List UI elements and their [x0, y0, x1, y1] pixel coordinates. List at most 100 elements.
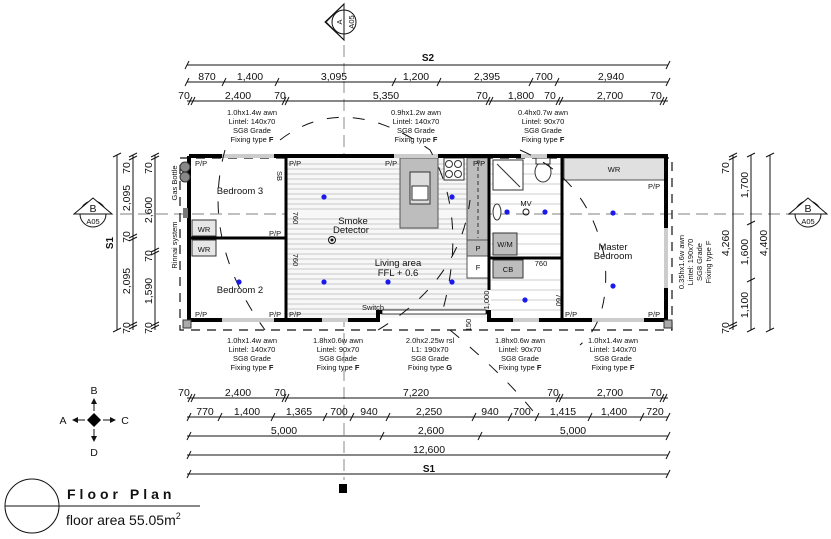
svg-text:0.4hx0.7w awn: 0.4hx0.7w awn — [518, 108, 568, 117]
right-dimensions: 70 4,260 70 1,700 1,600 1,100 4,400 — [720, 152, 775, 334]
svg-text:70: 70 — [720, 162, 732, 174]
svg-text:2,395: 2,395 — [474, 71, 500, 83]
svg-text:WR: WR — [608, 165, 621, 174]
svg-text:P/P: P/P — [648, 310, 660, 319]
svg-text:S1: S1 — [423, 464, 436, 475]
section-a-letter: A — [335, 19, 344, 24]
smoke-detector-icon — [328, 236, 336, 244]
bed2-wardrobe — [191, 239, 217, 257]
svg-text:70: 70 — [547, 387, 559, 399]
section-marker-b-left[interactable]: B A05 — [72, 197, 114, 228]
svg-text:1.0hx1.4w awn: 1.0hx1.4w awn — [227, 336, 277, 345]
svg-text:1,000: 1,000 — [482, 291, 491, 310]
svg-text:Fixing type F: Fixing type F — [704, 240, 713, 283]
svg-text:SG8 Grade: SG8 Grade — [524, 126, 562, 135]
room-ffl: FFL + 0.6 — [378, 268, 419, 279]
svg-text:P/P: P/P — [289, 159, 301, 168]
svg-text:P/P: P/P — [473, 159, 485, 168]
gas-bottle-icon — [179, 161, 191, 173]
svg-text:5,000: 5,000 — [560, 425, 586, 437]
svg-text:150: 150 — [464, 319, 473, 332]
rinnai-label: Rinnai system — [170, 221, 179, 268]
svg-text:760: 760 — [554, 294, 563, 307]
corner-post — [182, 319, 192, 329]
svg-text:1.8hx0.6w awn: 1.8hx0.6w awn — [495, 336, 545, 345]
washing-machine — [492, 232, 518, 256]
svg-text:P/P: P/P — [195, 159, 207, 168]
svg-text:70: 70 — [121, 322, 133, 334]
door-swings — [217, 116, 607, 421]
window-note-bottom-4: 1.8hx0.6w awn Lintel: 90x70 SG8 Grade Fi… — [495, 336, 545, 372]
svg-text:2,600: 2,600 — [418, 425, 444, 437]
svg-text:WR: WR — [198, 245, 211, 254]
svg-text:5,000: 5,000 — [271, 425, 297, 437]
window-note-right: 0.35hx1.6w awn Lintel: 190x70 SG8 Grade … — [677, 235, 713, 289]
svg-text:70: 70 — [143, 250, 155, 262]
svg-text:Lintel: 90x70: Lintel: 90x70 — [522, 117, 565, 126]
svg-text:P/P: P/P — [385, 159, 397, 168]
svg-text:1,800: 1,800 — [508, 90, 534, 102]
svg-text:2,095: 2,095 — [121, 268, 133, 294]
svg-text:720: 720 — [646, 406, 664, 418]
left-dimensions: S1 70 2,095 70 2,095 70 70 2,600 70 1,59… — [105, 152, 160, 334]
svg-text:A: A — [59, 415, 66, 427]
rinnai-unit-icon — [183, 208, 188, 218]
section-end-marker — [339, 484, 347, 493]
svg-text:Lintel: 140x70: Lintel: 140x70 — [393, 117, 440, 126]
svg-text:SG8 Grade: SG8 Grade — [319, 354, 357, 363]
section-marker-b-right[interactable]: B A05 — [787, 197, 829, 228]
svg-text:1,200: 1,200 — [403, 71, 429, 83]
svg-text:SG8 Grade: SG8 Grade — [594, 354, 632, 363]
section-b-left-letter: B — [89, 203, 96, 215]
svg-text:2,250: 2,250 — [416, 406, 442, 418]
svg-text:SG8 Grade: SG8 Grade — [695, 243, 704, 281]
svg-text:700: 700 — [330, 406, 348, 418]
svg-text:Lintel: 140x70: Lintel: 140x70 — [590, 345, 637, 354]
svg-text:1,100: 1,100 — [739, 292, 751, 318]
svg-text:SG8 Grade: SG8 Grade — [233, 354, 271, 363]
cylinder-cupboard — [492, 259, 524, 279]
svg-text:2,700: 2,700 — [597, 387, 623, 399]
svg-text:70: 70 — [121, 162, 133, 174]
svg-text:D: D — [90, 447, 98, 459]
section-b-right-sheet: A05 — [801, 217, 814, 226]
svg-text:SG8 Grade: SG8 Grade — [501, 354, 539, 363]
svg-text:0.9hx1.2w awn: 0.9hx1.2w awn — [391, 108, 441, 117]
svg-text:SG8 Grade: SG8 Grade — [397, 126, 435, 135]
svg-text:Fixing type F: Fixing type F — [231, 363, 274, 372]
svg-text:1,365: 1,365 — [286, 406, 312, 418]
svg-text:2,400: 2,400 — [225, 387, 251, 399]
svg-text:70: 70 — [720, 322, 732, 334]
room-master-bedroom: Master — [598, 242, 627, 253]
svg-text:W/M: W/M — [497, 240, 512, 249]
svg-text:2,600: 2,600 — [143, 197, 155, 223]
bed3-wardrobe — [191, 219, 217, 237]
svg-text:3,095: 3,095 — [321, 71, 347, 83]
svg-text:7,220: 7,220 — [403, 387, 429, 399]
svg-text:70: 70 — [143, 162, 155, 174]
svg-text:P/P: P/P — [195, 310, 207, 319]
svg-text:70: 70 — [650, 90, 662, 102]
bottom-dimensions: 70 2,400 70 7,220 70 2,700 70 770 1,400 … — [178, 387, 671, 479]
window-note-bottom-5: 1.0hx1.4w awn Lintel: 140x70 SG8 Grade F… — [588, 336, 638, 372]
svg-text:C: C — [121, 415, 129, 427]
section-marker-a[interactable]: A A05 — [324, 2, 357, 42]
svg-text:B: B — [90, 385, 97, 397]
svg-text:1,400: 1,400 — [237, 71, 263, 83]
window-note-bottom-1: 1.0hx1.4w awn Lintel: 140x70 SG8 Grade F… — [227, 336, 277, 372]
arrow-up-icon — [91, 398, 97, 404]
svg-text:940: 940 — [360, 406, 378, 418]
room-bedroom-3: Bedroom 3 — [217, 186, 263, 197]
svg-text:S1: S1 — [105, 236, 116, 249]
switch-label: Switch — [362, 303, 384, 312]
svg-text:1,590: 1,590 — [143, 278, 155, 304]
basin-icon — [492, 203, 502, 221]
svg-text:SG8 Grade: SG8 Grade — [411, 354, 449, 363]
title-block: Floor Plan floor area 55.05m2 — [4, 478, 200, 534]
svg-text:770: 770 — [196, 406, 214, 418]
section-a-sheet: A05 — [347, 15, 356, 28]
svg-text:5,350: 5,350 — [373, 90, 399, 102]
svg-text:Fixing type F: Fixing type F — [592, 363, 635, 372]
bathroom: MV W/M CB 760 — [492, 157, 552, 279]
